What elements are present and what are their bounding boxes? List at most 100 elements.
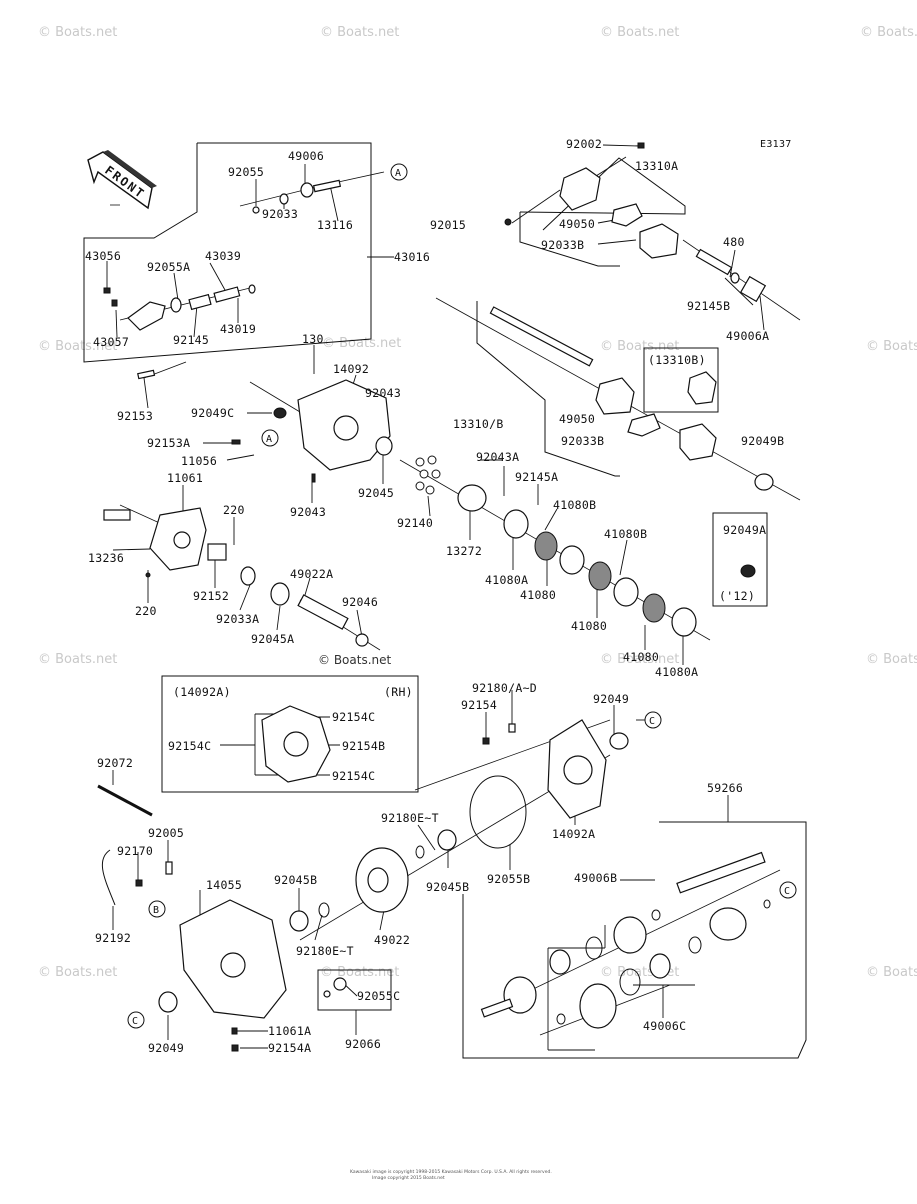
part-label[interactable]: 92049A: [723, 523, 766, 537]
part-label[interactable]: 92005: [148, 826, 184, 840]
part-label[interactable]: 41080B: [553, 498, 596, 512]
part-label[interactable]: 92045B: [274, 873, 317, 887]
part-label[interactable]: 92033: [262, 207, 298, 221]
svg-text:C: C: [132, 1016, 138, 1027]
part-label[interactable]: 92055C: [357, 989, 400, 1003]
part-label[interactable]: 92180/A~D: [472, 681, 537, 695]
part-label[interactable]: 220: [135, 604, 157, 618]
propeller-shaft-icon: [489, 306, 594, 367]
part-label[interactable]: 92154B: [342, 739, 385, 753]
ring-gear-hub-icon: [367, 867, 389, 893]
part-label[interactable]: 43039: [205, 249, 241, 263]
part-label[interactable]: 43019: [220, 322, 256, 336]
part-label[interactable]: 92154C: [168, 739, 211, 753]
part-label[interactable]: (13310B): [648, 353, 706, 367]
part-label[interactable]: 92049: [148, 1041, 184, 1055]
part-label[interactable]: 92153A: [147, 436, 190, 450]
part-label[interactable]: 49006: [288, 149, 324, 163]
part-label[interactable]: 92145: [173, 333, 209, 347]
part-label[interactable]: 92033B: [541, 238, 584, 252]
part-label[interactable]: 49050: [559, 412, 595, 426]
part-label[interactable]: 92033B: [561, 434, 604, 448]
part-label[interactable]: 92045A: [251, 632, 294, 646]
part-label[interactable]: 92154: [461, 698, 497, 712]
part-label[interactable]: 49022A: [290, 567, 333, 581]
part-label[interactable]: 92180E~T: [296, 944, 354, 958]
part-label[interactable]: 14092A: [552, 827, 595, 841]
part-label[interactable]: 92046: [342, 595, 378, 609]
part-label[interactable]: 92192: [95, 931, 131, 945]
part-label[interactable]: 41080: [571, 619, 607, 633]
part-label[interactable]: 49022: [374, 933, 410, 947]
part-label[interactable]: 14055: [206, 878, 242, 892]
spline-icon: [480, 998, 514, 1018]
part-label[interactable]: 92055A: [147, 260, 190, 274]
part-label[interactable]: 92033A: [216, 612, 259, 626]
part-label[interactable]: 49006C: [643, 1019, 686, 1033]
part-label[interactable]: 92002: [566, 137, 602, 151]
part-label[interactable]: 59266: [707, 781, 743, 795]
part-label[interactable]: 92045B: [426, 880, 469, 894]
part-label[interactable]: 480: [723, 235, 745, 249]
part-label[interactable]: 92043: [290, 505, 326, 519]
callout-b[interactable]: B: [148, 900, 166, 918]
part-label[interactable]: 11056: [181, 454, 217, 468]
watermark: © Boats.net: [322, 336, 401, 351]
part-label[interactable]: 92170: [117, 844, 153, 858]
part-label[interactable]: 49006B: [574, 871, 617, 885]
callout-a[interactable]: A: [390, 163, 408, 181]
part-label[interactable]: 92043A: [476, 450, 519, 464]
callout-c[interactable]: C: [127, 1011, 145, 1029]
part-label[interactable]: 92055B: [487, 872, 530, 886]
part-label[interactable]: 13236: [88, 551, 124, 565]
part-label[interactable]: 13310/B: [453, 417, 504, 431]
part-label[interactable]: 92049C: [191, 406, 234, 420]
part-label[interactable]: 92043: [365, 386, 401, 400]
part-label[interactable]: 92154C: [332, 710, 375, 724]
part-label[interactable]: 11061: [167, 471, 203, 485]
part-label[interactable]: 92072: [97, 756, 133, 770]
svg-text:A: A: [395, 168, 401, 179]
part-labels: 92002 13310A 92015 49050 92033B 480 9214…: [85, 137, 784, 1055]
part-label[interactable]: 92154A: [268, 1041, 311, 1055]
part-label[interactable]: 43057: [93, 335, 129, 349]
part-label[interactable]: ('12): [719, 589, 755, 603]
bearing-icon: [437, 829, 457, 851]
part-label[interactable]: 41080A: [485, 573, 528, 587]
part-label[interactable]: 49050: [559, 217, 595, 231]
part-label[interactable]: 92140: [397, 516, 433, 530]
part-label[interactable]: 220: [223, 503, 245, 517]
circlip-icon: [240, 566, 256, 586]
part-label[interactable]: 43016: [394, 250, 430, 264]
part-label[interactable]: 11061A: [268, 1024, 311, 1038]
part-label[interactable]: 92015: [430, 218, 466, 232]
part-label[interactable]: 92066: [345, 1037, 381, 1051]
callout-c[interactable]: C: [644, 711, 662, 729]
part-label[interactable]: 92180E~T: [381, 811, 439, 825]
part-label[interactable]: 92045: [358, 486, 394, 500]
yoke-icon: [559, 167, 601, 211]
part-label[interactable]: 92049B: [741, 434, 784, 448]
part-label[interactable]: 43056: [85, 249, 121, 263]
part-label[interactable]: 41080B: [604, 527, 647, 541]
part-label[interactable]: 92055: [228, 165, 264, 179]
part-label[interactable]: 41080A: [655, 665, 698, 679]
part-label[interactable]: 49006A: [726, 329, 769, 343]
part-label[interactable]: 13272: [446, 544, 482, 558]
part-label[interactable]: 92153: [117, 409, 153, 423]
callout-c[interactable]: C: [779, 881, 797, 899]
part-label[interactable]: 14092: [333, 362, 369, 376]
part-label[interactable]: 92154C: [332, 769, 375, 783]
part-label[interactable]: 92152: [193, 589, 229, 603]
part-label[interactable]: 41080: [520, 588, 556, 602]
part-label[interactable]: 13310A: [635, 159, 678, 173]
part-label[interactable]: 92049: [593, 692, 629, 706]
callout-a[interactable]: A: [261, 429, 279, 447]
part-label[interactable]: 130: [302, 332, 324, 346]
part-label[interactable]: 92145A: [515, 470, 558, 484]
part-label[interactable]: 41080: [623, 650, 659, 664]
part-label[interactable]: 13116: [317, 218, 353, 232]
part-label[interactable]: 92145B: [687, 299, 730, 313]
inset-title: (14092A): [173, 685, 231, 699]
pinion-gear-icon: [297, 594, 349, 630]
